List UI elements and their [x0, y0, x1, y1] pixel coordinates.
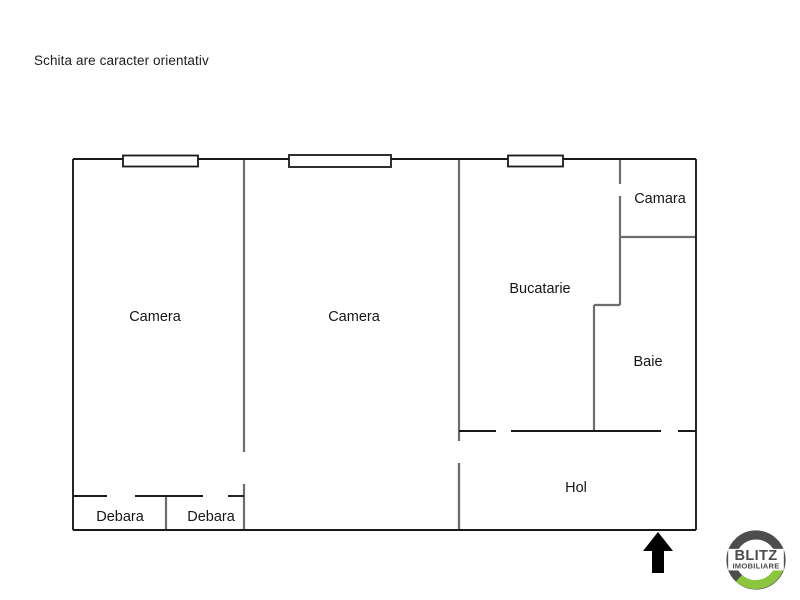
- room-label-camera-mid: Camera: [328, 309, 381, 325]
- exterior-walls: [72, 158, 697, 531]
- logo-text-imobiliare: IMOBILIARE: [732, 561, 779, 570]
- room-label-camara: Camara: [634, 191, 687, 207]
- disclaimer-text: Schita are caracter orientativ: [34, 53, 209, 68]
- blitz-imobiliare-logo: BLITZ IMOBILIARE: [726, 530, 786, 590]
- room-labels: Camera Camera Bucatarie Camara Baie Hol …: [96, 191, 686, 525]
- entrance-arrow: [643, 532, 673, 573]
- window-camera-mid: [288, 154, 392, 168]
- entrance-arrow-shape: [643, 532, 673, 573]
- room-label-baie: Baie: [633, 354, 662, 370]
- room-label-camera-left: Camera: [129, 309, 182, 325]
- room-label-bucatarie: Bucatarie: [509, 281, 570, 297]
- logo-ring-accent: [735, 566, 784, 590]
- logo-text-plate: [728, 548, 784, 571]
- interior-walls: [164, 159, 696, 530]
- window-camera-left: [122, 154, 199, 168]
- logo-text-blitz: BLITZ: [734, 548, 777, 564]
- window-bucatarie: [507, 154, 564, 168]
- room-label-debara-left: Debara: [96, 509, 144, 525]
- internal-dividers: [73, 430, 696, 497]
- room-label-hol: Hol: [565, 480, 587, 496]
- room-label-debara-right: Debara: [187, 509, 235, 525]
- windows: [122, 154, 564, 168]
